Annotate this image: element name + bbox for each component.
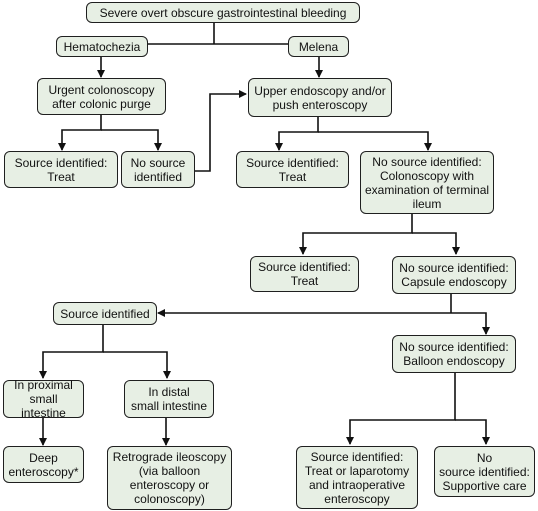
node-upper-no-source: No source identified: Colonoscopy with e… bbox=[360, 151, 494, 214]
node-source-identified: Source identified bbox=[53, 302, 157, 325]
node-ileum-source-identified: Source identified: Treat bbox=[250, 256, 359, 292]
node-distal: In distal small intestine bbox=[124, 380, 214, 418]
node-melena: Melena bbox=[288, 36, 349, 57]
edge-source-split bbox=[39, 325, 104, 379]
node-upper-source-identified: Source identified: Treat bbox=[236, 151, 349, 188]
node-hematochezia: Hematochezia bbox=[56, 36, 148, 57]
edge-balloon-split bbox=[346, 373, 456, 445]
edge-ileum-split bbox=[299, 214, 413, 255]
node-deep-enteroscopy: Deep enteroscopy* bbox=[3, 446, 84, 483]
edge-colonoscopy-split bbox=[58, 115, 102, 151]
edge-upper-split bbox=[275, 117, 319, 151]
node-colon-no-source: No source identified bbox=[121, 151, 195, 188]
node-urgent-colonoscopy: Urgent colonoscopy after colonic purge bbox=[37, 78, 166, 115]
node-treat-laparotomy: Source identified: Treat or laparotomy a… bbox=[296, 446, 418, 509]
node-retrograde: Retrograde ileoscopy (via balloon entero… bbox=[107, 446, 232, 510]
node-start: Severe overt obscure gastrointestinal bl… bbox=[86, 2, 360, 23]
node-balloon-endoscopy: No source identified: Balloon endoscopy bbox=[392, 335, 516, 373]
node-supportive-care: No source identified: Supportive care bbox=[434, 446, 535, 497]
edge-nosource-upper bbox=[195, 90, 247, 172]
node-upper-endoscopy: Upper endoscopy and/or push enteroscopy bbox=[248, 78, 392, 117]
node-capsule-endoscopy: No source identified: Capsule endoscopy bbox=[392, 256, 516, 294]
node-proximal: In proximal small intestine bbox=[3, 378, 84, 420]
node-colon-source-identified: Source identified: Treat bbox=[4, 151, 118, 188]
